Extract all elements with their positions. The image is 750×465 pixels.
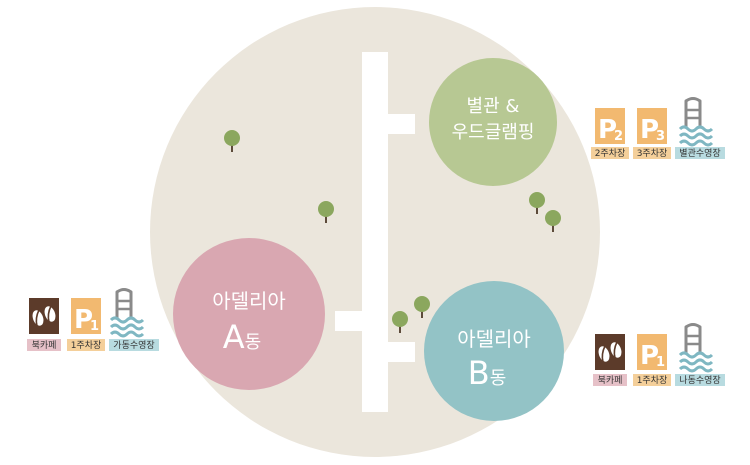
bottom-right-parking-caption: 1주차장 (637, 374, 668, 386)
left-cafe-caption: 북카페 (32, 340, 57, 351)
road-network (335, 52, 415, 412)
left-facilities: 북카페 P 1 1주차장 가동수영장 (27, 288, 159, 352)
svg-text:P: P (640, 115, 659, 145)
annex-label-line1: 별관 & (467, 96, 520, 117)
left-pool-caption: 가동수영장 (113, 340, 154, 351)
bottom-right-parking[interactable]: P 1 1주차장 (633, 334, 671, 386)
left-parking[interactable]: P 1 1주차장 (67, 298, 105, 351)
pool-ladder-icon (109, 288, 145, 338)
bottom-right-cafe-caption: 북카페 (598, 375, 623, 386)
building-a-title: A동 (223, 318, 261, 356)
building-a-letter: A (223, 318, 245, 356)
bottom-right-cafe[interactable]: 북카페 (593, 334, 627, 386)
svg-text:1: 1 (90, 319, 99, 334)
building-a-label: 아델리아 (212, 289, 286, 313)
pool-ladder-icon (678, 323, 714, 373)
building-b-letter: B (468, 354, 490, 392)
parking2-caption: 2주차장 (595, 147, 626, 159)
parking-icon: P 2 (598, 115, 623, 145)
svg-text:P: P (598, 115, 617, 145)
left-cafe[interactable]: 북카페 (27, 298, 61, 351)
building-b-title: B동 (468, 354, 507, 392)
building-a[interactable]: 아델리아 A동 (173, 238, 325, 390)
building-b-label: 아델리아 (457, 327, 531, 351)
parking-icon: P 1 (640, 341, 665, 371)
top-right-parking3[interactable]: P 3 3주차장 (633, 108, 671, 159)
svg-text:1: 1 (656, 355, 665, 370)
svg-text:3: 3 (656, 129, 665, 144)
parking-icon: P 1 (74, 305, 99, 335)
top-right-pool-caption: 별관수영장 (679, 148, 720, 159)
building-b-suffix: 동 (490, 368, 507, 389)
building-b[interactable]: 아델리아 B동 (424, 281, 564, 421)
parking3-caption: 3주차장 (637, 147, 668, 159)
annex-building[interactable]: 별관 & 우드글램핑 (429, 58, 557, 186)
svg-text:P: P (640, 341, 659, 371)
bottom-right-pool[interactable]: 나동수영장 (675, 323, 725, 387)
bottom-right-facilities: 북카페 P 1 1주차장 나동수영장 (593, 323, 725, 387)
parking-icon: P 3 (640, 115, 665, 145)
top-right-pool[interactable]: 별관수영장 (675, 97, 725, 160)
annex-label-line2: 우드글램핑 (452, 122, 535, 143)
top-right-parking2[interactable]: P 2 2주차장 (591, 108, 629, 159)
left-pool[interactable]: 가동수영장 (109, 288, 159, 352)
building-a-suffix: 동 (245, 332, 262, 353)
svg-text:2: 2 (614, 129, 623, 144)
left-parking-caption: 1주차장 (71, 339, 102, 351)
pool-ladder-icon (678, 97, 714, 147)
bottom-right-pool-caption: 나동수영장 (679, 375, 720, 386)
svg-text:P: P (74, 305, 93, 335)
top-right-facilities: P 2 2주차장 P 3 3주차장 별관수영장 (591, 97, 725, 160)
